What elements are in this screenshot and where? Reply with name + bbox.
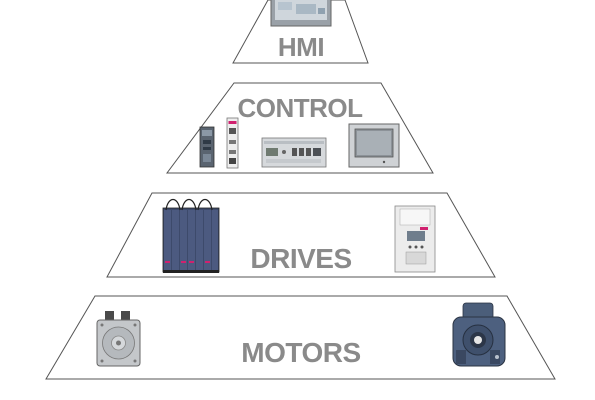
tier-motors-band <box>45 295 556 380</box>
plc-module-image <box>199 126 215 168</box>
servo-drive-rack-image <box>162 198 220 273</box>
tier-drives: DRIVES <box>106 192 496 278</box>
gear-motor-image <box>452 302 506 367</box>
tier-motors-label: MOTORS <box>241 337 360 368</box>
tier-control-label: CONTROL <box>237 93 363 123</box>
drive-unit-image <box>394 205 436 273</box>
panel-pc-image <box>348 123 400 168</box>
hmi-panel-image <box>270 0 332 27</box>
servo-motor-image <box>96 311 141 367</box>
tier-hmi-band <box>232 0 369 64</box>
tier-drives-label: DRIVES <box>250 243 351 274</box>
controller-module-image <box>226 117 239 169</box>
industrial-pc-image <box>261 137 327 168</box>
tier-hmi-label: HMI <box>278 32 324 62</box>
tier-motors: MOTORS <box>45 295 556 380</box>
tier-control: CONTROL <box>166 82 434 174</box>
tier-hmi: HMI <box>232 0 369 64</box>
